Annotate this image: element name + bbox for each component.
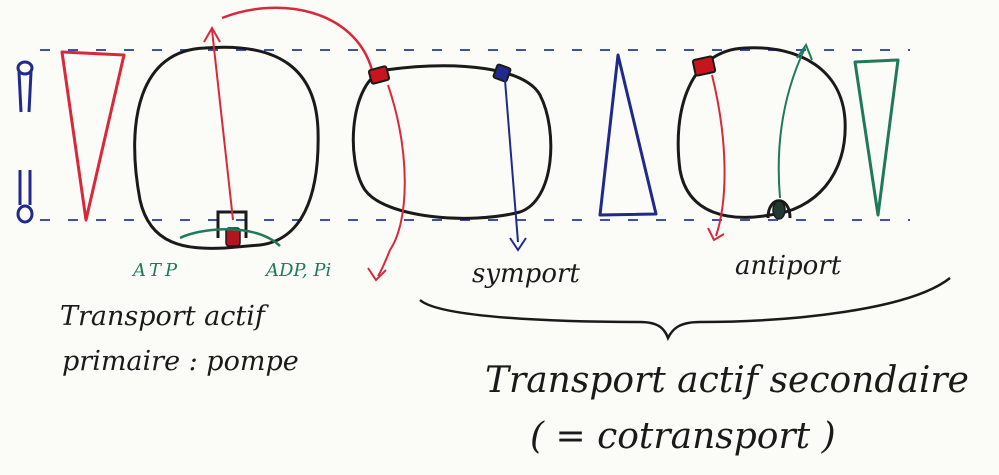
symport-label: symport	[472, 259, 580, 289]
adp-label: ADP, Pi	[264, 260, 331, 281]
primary-title-line1: Transport actif	[60, 301, 269, 332]
secondary-title-line1: Transport actif secondaire	[485, 360, 969, 401]
symport-red-line	[377, 84, 406, 277]
legend-symbol-bottom	[16, 170, 34, 224]
blue-transporter-icon	[492, 63, 512, 83]
red-transporter-antiport-icon	[691, 55, 717, 77]
red-transporter-icon	[367, 65, 391, 85]
atp-label: ATP	[131, 260, 181, 281]
secondary-title-line2: ( = cotransport )	[530, 416, 836, 457]
antiport-label: antiport	[735, 251, 842, 281]
secondary-brace	[419, 277, 951, 342]
symport-cell	[351, 64, 553, 220]
primary-red-transport-line	[211, 29, 234, 221]
pump-cell	[133, 45, 320, 250]
antiport-green-arrowhead	[796, 42, 813, 61]
antiport-green-line	[777, 47, 806, 199]
gradient-triangle-red	[60, 50, 126, 222]
legend-symbol-top	[16, 60, 34, 113]
antiport-cell	[676, 46, 847, 219]
red-curve-arrow	[221, 6, 374, 71]
antiport-red-arrowhead	[707, 227, 725, 242]
symport-blue-line	[504, 79, 519, 243]
symport-blue-arrowhead	[509, 237, 527, 252]
primary-title-line2: primaire : pompe	[62, 346, 299, 377]
antiport-red-line	[711, 74, 726, 237]
atp-arrow	[179, 228, 281, 247]
gradient-triangle-green	[853, 58, 900, 217]
gradient-triangle-blue	[598, 53, 658, 217]
green-transporter-icon	[766, 199, 792, 220]
primary-red-arrowhead	[203, 25, 221, 43]
symport-red-arrowhead	[367, 267, 387, 282]
